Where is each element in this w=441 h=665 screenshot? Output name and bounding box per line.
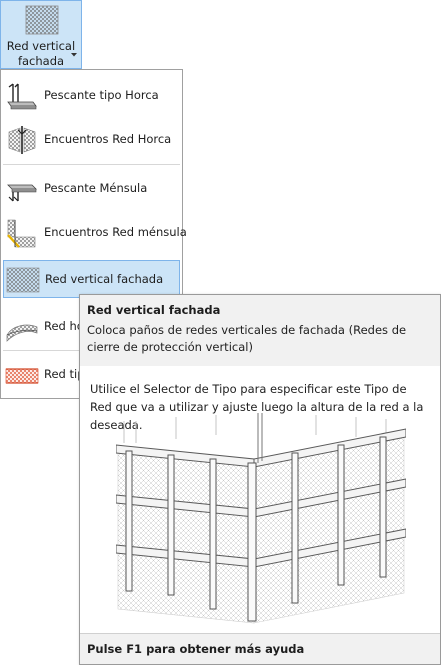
horizontal-net-icon bbox=[6, 324, 38, 342]
menu-item-pescante-tipo-horca[interactable]: Pescante tipo Horca bbox=[3, 77, 180, 115]
menu-item-red-horizontal[interactable]: Red ho bbox=[3, 308, 180, 346]
menu-item-red-tipo[interactable]: Red tip bbox=[3, 356, 180, 394]
red-vertical-fachada-ribbon-button[interactable]: Red vertical fachada bbox=[0, 0, 82, 69]
menu-item-label: Red ho bbox=[44, 319, 84, 333]
chevron-down-icon[interactable] bbox=[69, 52, 79, 58]
gallows-davit-icon bbox=[7, 83, 37, 110]
tooltip-panel: Red vertical fachada Coloca paños de red… bbox=[79, 294, 441, 665]
ribbon-label-line2: fachada bbox=[17, 54, 65, 68]
menu-item-label: Pescante Ménsula bbox=[44, 181, 148, 195]
menu-item-encuentros-red-horca[interactable]: Encuentros Red Horca bbox=[3, 121, 180, 159]
ribbon-label-line1: Red vertical bbox=[6, 39, 76, 53]
menu-item-label: Red tip bbox=[44, 367, 85, 381]
vertical-facade-net-icon bbox=[6, 267, 40, 293]
menu-item-label: Encuentros Red ménsula bbox=[44, 225, 187, 239]
tooltip-header: Red vertical fachada Coloca paños de red… bbox=[80, 295, 440, 366]
menu-item-encuentros-red-mensula[interactable]: Encuentros Red ménsula bbox=[3, 214, 187, 252]
tooltip-body: Utilice el Selector de Tipo para especif… bbox=[90, 382, 424, 432]
tooltip-help-hint: Pulse F1 para obtener más ayuda bbox=[87, 642, 305, 656]
tooltip-footer: Pulse F1 para obtener más ayuda bbox=[80, 633, 440, 664]
menu-item-pescante-mensula[interactable]: Pescante Ménsula bbox=[3, 170, 180, 208]
facade-net-illustration bbox=[116, 413, 406, 624]
vertical-facade-net-icon bbox=[25, 5, 59, 35]
tooltip-description: Coloca paños de redes verticales de fach… bbox=[87, 323, 407, 354]
menu-item-label: Pescante tipo Horca bbox=[44, 88, 159, 102]
net-type-icon bbox=[5, 368, 39, 384]
menu-item-label: Red vertical fachada bbox=[45, 272, 164, 286]
bracket-net-junction-icon bbox=[7, 219, 36, 248]
tooltip-title: Red vertical fachada bbox=[87, 303, 221, 317]
menu-item-label: Encuentros Red Horca bbox=[44, 132, 172, 146]
bracket-davit-icon bbox=[7, 184, 37, 202]
ribbon-button-label: Red vertical fachada bbox=[1, 39, 81, 69]
menu-separator bbox=[3, 164, 180, 165]
gallows-net-junction-icon bbox=[8, 126, 36, 154]
menu-item-red-vertical-fachada[interactable]: Red vertical fachada bbox=[3, 260, 180, 298]
